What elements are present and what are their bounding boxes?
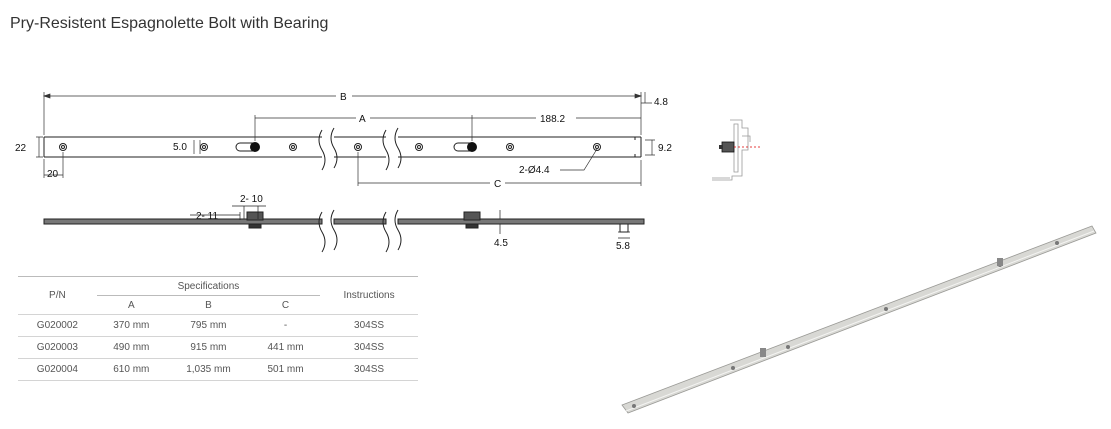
col-a: A: [96, 295, 166, 315]
product-photo: [621, 225, 1097, 414]
side-view: [43, 205, 645, 253]
cell-a: 610 mm: [96, 358, 166, 381]
cell-b: 1,035 mm: [165, 358, 251, 381]
dim-22: 22: [15, 143, 27, 154]
cell-c: 441 mm: [250, 336, 321, 359]
dim-9-2: 9.2: [658, 143, 672, 154]
page-title: Pry-Resistent Espagnolette Bolt with Bea…: [10, 15, 329, 32]
dim-a: A: [359, 114, 366, 125]
col-c: C: [250, 295, 321, 315]
cell-c: -: [250, 314, 321, 337]
cell-c: 501 mm: [250, 358, 321, 381]
dim-hole: 2-Ø4.4: [519, 165, 550, 176]
dim-20: 20: [47, 169, 59, 180]
cell-instructions: 304SS: [320, 314, 418, 337]
dim-c: C: [494, 179, 501, 190]
dim-5-8: 5.8: [616, 241, 630, 252]
cell-pn: G020003: [18, 336, 97, 359]
cross-section-bolt: [719, 141, 760, 153]
table-row: G020002 370 mm 795 mm - 304SS: [18, 314, 418, 337]
bearing-stud: [467, 142, 477, 152]
cell-instructions: 304SS: [320, 358, 418, 381]
col-b: B: [165, 295, 251, 315]
dim-2-11: 2- 11: [196, 211, 218, 222]
table-row: G020003 490 mm 915 mm 441 mm 304SS: [18, 336, 418, 359]
specs-table: P/N Specifications Instructions A B C G0…: [18, 276, 418, 381]
top-view: [43, 127, 642, 171]
cross-section-detail: [712, 119, 751, 181]
dim-b: B: [340, 92, 347, 103]
cell-instructions: 304SS: [320, 336, 418, 359]
dim-4-8: 4.8: [654, 97, 668, 108]
table-row: G020004 610 mm 1,035 mm 501 mm 304SS: [18, 358, 418, 381]
cell-b: 795 mm: [165, 314, 251, 337]
cell-b: 915 mm: [165, 336, 251, 359]
dim-188: 188.2: [540, 114, 565, 125]
dimension-lines: [36, 92, 655, 186]
dim-2-10: 2- 10: [240, 194, 263, 205]
cell-a: 490 mm: [96, 336, 166, 359]
cell-pn: G020002: [18, 314, 97, 337]
cell-pn: G020004: [18, 358, 97, 381]
dim-5-0: 5.0: [173, 142, 187, 153]
dim-4-5: 4.5: [494, 238, 508, 249]
col-pn: P/N: [18, 276, 97, 315]
col-specs: Specifications: [96, 276, 321, 296]
col-instructions: Instructions: [320, 276, 418, 315]
bearing-stud: [250, 142, 260, 152]
cell-a: 370 mm: [96, 314, 166, 337]
